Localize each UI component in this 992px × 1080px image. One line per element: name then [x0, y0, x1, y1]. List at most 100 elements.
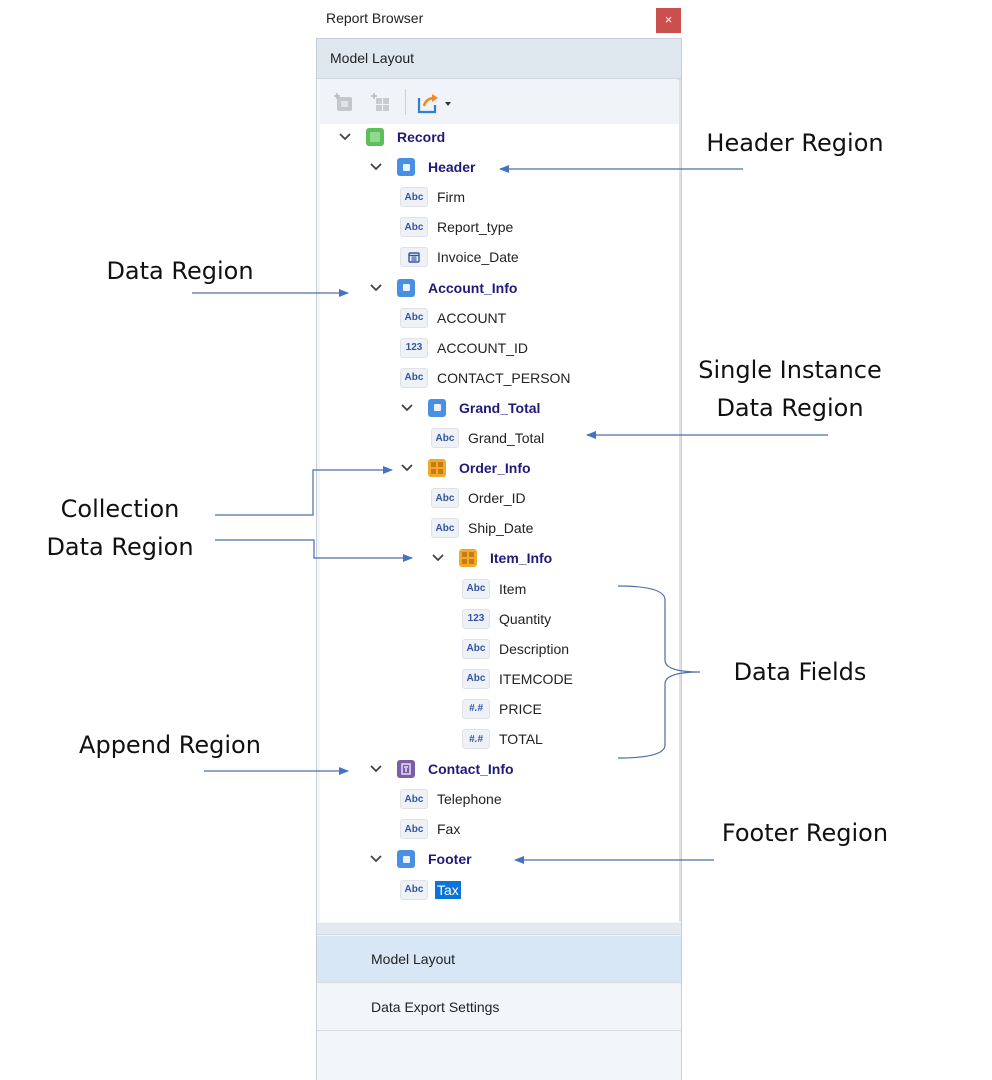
tree-field-label: Ship_Date — [468, 520, 534, 537]
annotation-data-region: Data Region — [106, 257, 254, 285]
window-title: Report Browser — [326, 10, 424, 26]
annotation-single-instance-line2: Data Region — [716, 394, 864, 422]
nav-model-layout[interactable]: Model Layout — [317, 936, 681, 983]
tree-field-label: CONTACT_PERSON — [437, 369, 571, 386]
region-icon — [397, 850, 415, 869]
annotation-collection-line1: Collection — [60, 495, 180, 523]
tree-field[interactable]: Abc Order_ID — [431, 485, 528, 511]
tree-field[interactable]: Invoice_Date — [400, 244, 521, 270]
text-field-icon: Abc — [431, 428, 459, 448]
tree-field-label: Grand_Total — [468, 430, 545, 446]
annotation-append-region: Append Region — [79, 731, 261, 759]
tree-node-collection[interactable]: Item_Info — [431, 545, 552, 571]
arrow-collection-order-info — [215, 466, 393, 516]
tree-node-label: Account_Info — [428, 279, 518, 296]
nav-data-export-settings[interactable]: Data Export Settings — [317, 984, 681, 1031]
annotation-collection-line2: Data Region — [46, 533, 194, 561]
nav-data-export-settings-label: Data Export Settings — [371, 999, 500, 1015]
tree-field-label: Order_ID — [468, 490, 526, 507]
text-field-icon: Abc — [400, 367, 428, 388]
tree-field[interactable]: #.# TOTAL — [462, 726, 545, 752]
text-field-icon: Abc — [462, 638, 490, 659]
tree-field-label: Firm — [437, 189, 465, 206]
text-field-icon: Abc — [400, 187, 428, 208]
chevron-down-icon[interactable] — [338, 130, 352, 144]
tree-node-label: Grand_Total — [459, 399, 541, 416]
chevron-down-icon[interactable] — [400, 401, 414, 415]
region-icon — [397, 158, 415, 177]
collection-icon — [428, 459, 446, 478]
export-icon — [417, 94, 451, 114]
tree-node-region[interactable]: Header — [369, 154, 475, 180]
chevron-down-icon[interactable] — [369, 160, 383, 174]
tree-node-label: Order_Info — [459, 460, 531, 477]
decimal-field-icon: #.# — [462, 729, 490, 749]
tree-field-label: Invoice_Date — [437, 249, 519, 266]
annotation-single-instance-line1: Single Instance — [698, 356, 882, 384]
tree-field[interactable]: Abc Fax — [400, 816, 462, 842]
export-button[interactable] — [416, 92, 456, 114]
tree-node-region[interactable]: Grand_Total — [400, 395, 540, 421]
region-icon — [428, 398, 446, 417]
report-browser-panel: Model Layout — [316, 38, 682, 1080]
tree-node-region[interactable]: Account_Info — [369, 275, 517, 301]
tree-field-label: Fax — [437, 821, 461, 838]
integer-field-icon: 123 — [462, 608, 490, 629]
toolbar-separator — [405, 89, 406, 115]
annotation-data-fields: Data Fields — [733, 658, 867, 686]
toolbar — [320, 80, 679, 124]
tree-field[interactable]: Abc Ship_Date — [431, 515, 535, 541]
add-collection-button[interactable] — [371, 92, 393, 114]
tree-field-label: PRICE — [499, 700, 542, 717]
tree-node-record[interactable]: Record — [338, 124, 445, 150]
tree-field-label: TOTAL — [499, 731, 543, 747]
close-icon: × — [664, 12, 673, 27]
tree-field[interactable]: Abc Firm — [400, 184, 467, 210]
panel-header: Model Layout — [317, 39, 681, 79]
tree-field-label: ACCOUNT_ID — [437, 339, 529, 356]
text-field-icon: Abc — [431, 518, 459, 539]
tree-node-collection[interactable]: Order_Info — [400, 455, 531, 481]
tree-field-label: Description — [499, 640, 570, 657]
chevron-down-icon[interactable] — [369, 852, 383, 866]
add-region-button[interactable] — [334, 92, 356, 114]
arrow-collection-item-info — [215, 539, 413, 562]
panel-header-title: Model Layout — [330, 50, 415, 66]
text-field-icon: Abc — [431, 488, 459, 509]
tree-node-label: Contact_Info — [428, 761, 514, 778]
tree-field-label: Report_type — [437, 219, 514, 236]
text-field-icon: Abc — [462, 668, 490, 689]
tree-field[interactable]: Abc Grand_Total — [431, 425, 546, 451]
tree-field[interactable]: Abc CONTACT_PERSON — [400, 365, 573, 391]
text-field-icon: Abc — [400, 879, 428, 900]
chevron-down-icon[interactable] — [431, 551, 445, 565]
chevron-down-icon[interactable] — [369, 281, 383, 295]
tree-field[interactable]: Abc Tax — [400, 877, 461, 903]
tree-field-label: Item — [499, 580, 527, 597]
tree-node-region[interactable]: Footer — [369, 846, 472, 872]
tree-node-label: Footer — [428, 851, 472, 868]
tree-node-append[interactable]: Contact_Info — [369, 756, 514, 782]
nav-model-layout-label: Model Layout — [371, 951, 456, 967]
tree-field[interactable]: #.#PRICE — [462, 696, 544, 722]
add-region-icon — [334, 93, 352, 111]
close-button[interactable]: × — [656, 8, 681, 33]
scrollbar[interactable] — [677, 79, 681, 921]
tree-node-label: Item_Info — [490, 550, 553, 567]
tree-field[interactable]: Abc Description — [462, 636, 571, 662]
chevron-down-icon[interactable] — [369, 762, 383, 776]
chevron-down-icon[interactable] — [400, 461, 414, 475]
text-field-icon: Abc — [400, 819, 428, 840]
tree-field-label-selected: Tax — [435, 880, 461, 899]
date-field-icon — [400, 247, 428, 268]
section-divider — [317, 923, 681, 935]
